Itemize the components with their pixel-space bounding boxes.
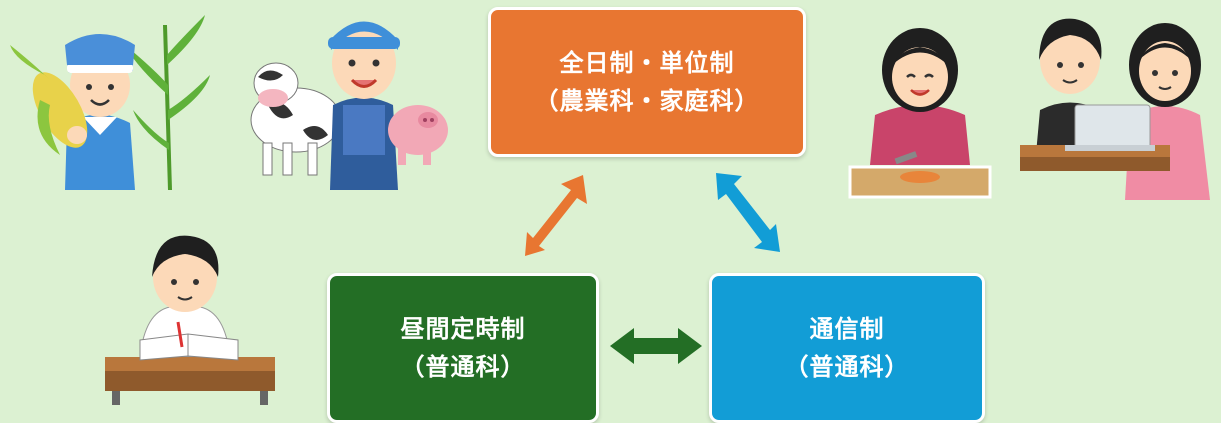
- daytime-part-time-box: 昼間定時制 （普通科）: [327, 273, 599, 423]
- box-right-title: 通信制: [809, 315, 885, 343]
- full-time-credit-system-box: 全日制・単位制 （農業科・家庭科）: [488, 7, 806, 157]
- box-right-subtitle: （普通科）: [784, 353, 910, 381]
- box-left-title: 昼間定時制: [400, 315, 526, 343]
- farmer-with-cow-and-pig-illustration: [250, 21, 448, 190]
- correspondence-system-box: 通信制 （普通科）: [709, 273, 985, 423]
- student-studying-illustration: [105, 235, 275, 405]
- arrow-top-right-double: [716, 173, 780, 252]
- box-left-subtitle: （普通科）: [400, 353, 526, 381]
- farmer-with-corn-illustration: [10, 15, 210, 191]
- arrow-top-left-double: [525, 175, 587, 256]
- arrow-horizontal-double: [610, 328, 702, 364]
- box-top-subtitle: （農業科・家庭科）: [534, 87, 760, 115]
- students-with-laptop-illustration: [1020, 18, 1210, 200]
- girl-cooking-illustration: [848, 28, 992, 199]
- box-top-title: 全日制・単位制: [559, 49, 735, 77]
